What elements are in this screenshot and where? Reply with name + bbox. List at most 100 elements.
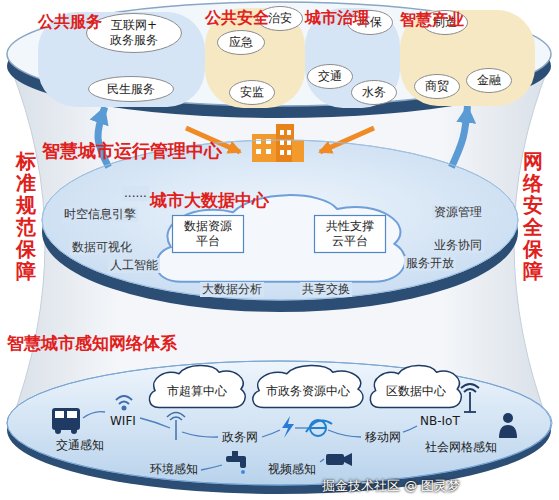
network-line xyxy=(328,430,361,437)
layer-flow-arrow xyxy=(451,106,467,167)
wifi-icon xyxy=(123,407,126,410)
building-icon xyxy=(280,140,284,145)
annotation-label: 社会网格感知 xyxy=(425,440,497,455)
building-icon xyxy=(292,140,304,162)
orange-arrow xyxy=(320,128,374,152)
domain-region-shape xyxy=(205,8,305,108)
platform-box-shape xyxy=(315,216,386,253)
network-line xyxy=(140,418,170,428)
node-label: 治安 xyxy=(268,11,292,26)
layer-title: 公共安全 xyxy=(205,8,269,28)
bottom-disc xyxy=(7,361,551,485)
annotation-label: 移动网 xyxy=(365,430,401,445)
node-label: 数据资源 平台 xyxy=(178,219,238,249)
domain-region: 制造商贸金融智慧产业 xyxy=(400,10,535,106)
annotation-label: 视频感知 xyxy=(268,462,316,477)
annotation-label: NB-IoT xyxy=(420,414,460,429)
building-icon xyxy=(256,149,261,154)
building-icon xyxy=(252,134,278,162)
service-oval: 民生服务 xyxy=(88,76,174,102)
node-label: 市政务资源中心 xyxy=(266,384,350,399)
bus-icon xyxy=(55,428,61,434)
faucet-icon xyxy=(226,451,246,474)
service-oval: 金融 xyxy=(466,68,512,93)
antenna-icon xyxy=(464,389,476,392)
service-oval-shape xyxy=(230,80,275,104)
service-oval: 水务 xyxy=(351,80,397,105)
data-center-cloud: 市政务资源中心 xyxy=(250,363,365,409)
layer-title: 城市大数据中心 xyxy=(150,190,269,211)
person-icon xyxy=(499,425,517,438)
network-line xyxy=(320,459,324,462)
faucet-icon xyxy=(232,451,238,456)
bus-icon xyxy=(52,408,80,430)
platform-box: 共性支撑 云平台 xyxy=(314,215,386,253)
annotation-label: WIFI xyxy=(110,414,136,429)
antenna-icon xyxy=(469,392,471,412)
network-line xyxy=(201,465,222,470)
domain-region-shape xyxy=(400,10,535,106)
globe-icon xyxy=(306,420,332,436)
data-center-cloud-shape xyxy=(253,365,363,407)
bus-icon xyxy=(71,428,77,434)
bottom-disc xyxy=(7,361,551,494)
camera-icon xyxy=(326,453,352,466)
top-disc xyxy=(7,2,551,118)
layer-title: 智慧城市运行管理中心 xyxy=(42,140,222,163)
middle-disc xyxy=(42,140,518,312)
wifi-icon xyxy=(119,402,129,405)
annotation-label: 大数据分析 xyxy=(200,282,264,297)
annotation-label: 服务开放 xyxy=(404,256,456,271)
node-label: 交通 xyxy=(318,69,342,84)
lightning-icon xyxy=(282,416,294,438)
globe-icon xyxy=(310,420,326,436)
node-label: 互联网+ 政务服务 xyxy=(102,18,166,48)
building-icon xyxy=(280,150,284,155)
node-label: 水务 xyxy=(362,85,386,100)
service-oval: 安监 xyxy=(229,80,275,105)
operation-center-layer-shape xyxy=(42,140,518,300)
big-data-cloud: 数据资源 平台 共性支撑 云平台 城市大数据中心 xyxy=(150,190,410,285)
service-oval: 交通 xyxy=(307,64,353,89)
annotation-label: 共享交换 xyxy=(300,282,352,297)
data-center-cloud: 市超算中心 xyxy=(147,363,247,409)
building-icon xyxy=(252,124,304,162)
watermark: 掘金技术社区 @ 图灵梦 xyxy=(322,478,460,494)
side-guarantee-label: 网络安全保障 xyxy=(523,150,543,282)
domain-region: 互联网+ 政务服务民生服务 公共服务 xyxy=(38,12,205,107)
service-oval-shape xyxy=(308,64,353,88)
data-center-cloud-shape xyxy=(370,365,461,407)
node-label: 应急 xyxy=(229,35,253,50)
bus-icon xyxy=(55,411,64,418)
service-oval-shape xyxy=(467,68,512,92)
annotation-label: 环境感知 xyxy=(150,462,198,477)
layer-title: 公共服务 xyxy=(38,12,102,32)
building-icon xyxy=(276,124,294,162)
annotation-label: ...... xyxy=(122,186,149,201)
domain-region-shape xyxy=(38,12,205,107)
node-label: 金融 xyxy=(477,73,501,88)
antenna-icon xyxy=(461,384,479,412)
service-oval-shape xyxy=(352,80,397,104)
sensing-network-layer-shape xyxy=(7,361,552,485)
network-line xyxy=(83,412,417,470)
service-oval-shape xyxy=(89,77,174,102)
platform-box-shape xyxy=(173,216,244,253)
node-label: 共性支撑 云平台 xyxy=(320,219,380,249)
node-label: 市超算中心 xyxy=(167,384,227,399)
layer-title: 智慧产业 xyxy=(400,10,464,30)
network-line xyxy=(262,430,280,437)
domain-region: 应急治安安监 公共安全 xyxy=(205,8,305,108)
lightning-icon xyxy=(282,416,294,438)
service-oval-shape xyxy=(218,30,265,54)
domain-region: 环保交通水务城市治理 xyxy=(305,8,400,108)
building-icon xyxy=(287,130,291,135)
node-label: 区数据中心 xyxy=(386,384,446,399)
network-line xyxy=(295,427,308,428)
platform-box: 数据资源 平台 xyxy=(172,215,244,253)
annotation-label: 业务协同 xyxy=(432,238,484,253)
annotation-label: 政务网 xyxy=(222,430,258,445)
annotation-label: 交通感知 xyxy=(56,438,104,453)
wifi-icon xyxy=(116,396,132,410)
node-label: 安监 xyxy=(240,85,264,100)
